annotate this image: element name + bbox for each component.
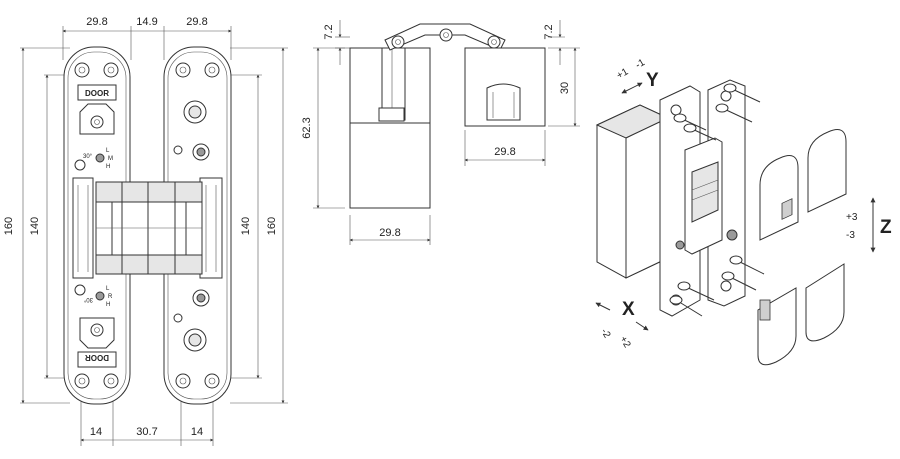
axis-y-label: Y bbox=[646, 70, 659, 91]
right-leaf bbox=[163, 46, 232, 405]
mark-bottom-r: R bbox=[108, 294, 113, 300]
side-dim-width: 29.8 bbox=[379, 227, 400, 239]
axis-y-plus: +1 bbox=[615, 66, 631, 81]
screw-7 bbox=[677, 281, 715, 301]
cover-cap-upper-left bbox=[759, 155, 799, 241]
mark-top-h: H bbox=[106, 164, 110, 170]
angle-label-bottom: 30° bbox=[83, 296, 93, 302]
front-bottom-dimensions: 14 30.7 14 bbox=[80, 395, 214, 446]
top-view: 30 7.2 29.8 bbox=[384, 20, 580, 166]
cover-cap-lower-right bbox=[805, 263, 845, 342]
dim-top-middle: 14.9 bbox=[136, 16, 157, 28]
front-top-dimensions: 29.8 14.9 29.8 bbox=[62, 16, 232, 60]
dim-bottom-middle: 30.7 bbox=[136, 426, 157, 438]
mark-bottom-l: L bbox=[106, 286, 110, 292]
side-dim-top: 7.2 bbox=[323, 24, 335, 39]
side-dim-height: 62.3 bbox=[301, 117, 313, 138]
angle-label-top: 30° bbox=[83, 154, 93, 160]
dim-right-inner: 140 bbox=[240, 217, 252, 235]
mark-top-l: L bbox=[106, 148, 110, 154]
iso-hinge-body bbox=[595, 79, 746, 317]
dim-bottom-left: 14 bbox=[90, 426, 102, 438]
axis-x: X -2 +2 bbox=[595, 299, 649, 350]
cover-cap-lower-left bbox=[757, 287, 797, 366]
screw-8 bbox=[669, 295, 703, 317]
center-knuckle bbox=[95, 181, 203, 275]
screw-2 bbox=[715, 103, 753, 123]
screw-4 bbox=[683, 123, 717, 141]
dim-top-left: 29.8 bbox=[86, 16, 107, 28]
front-view: 29.8 14.9 29.8 160 140 140 160 bbox=[3, 16, 288, 446]
mark-bottom-h: H bbox=[106, 302, 110, 308]
dim-top-right: 29.8 bbox=[186, 16, 207, 28]
screw-5 bbox=[729, 255, 765, 275]
side-view: 7.2 62.3 29.8 bbox=[301, 20, 431, 245]
axis-x-plus: +2 bbox=[617, 334, 632, 350]
iso-cover-caps bbox=[757, 129, 847, 366]
front-left-dimensions: 160 140 bbox=[3, 47, 70, 404]
front-right-dimensions: 140 160 bbox=[230, 47, 288, 404]
axis-z: Z +3 -3 bbox=[846, 197, 892, 253]
dim-bottom-right: 14 bbox=[191, 426, 203, 438]
top-dim-width: 29.8 bbox=[494, 146, 515, 158]
dim-left-outer: 160 bbox=[3, 217, 15, 235]
brand-label-bottom: DOOR bbox=[85, 353, 109, 362]
axis-x-minus: -2 bbox=[598, 327, 612, 341]
axis-z-plus: +3 bbox=[846, 212, 858, 223]
dim-right-outer: 160 bbox=[266, 217, 278, 235]
dim-left-inner: 140 bbox=[29, 217, 41, 235]
top-dim-height: 30 bbox=[559, 82, 571, 94]
brand-label-top: DOOR bbox=[85, 89, 109, 98]
axis-y: Y +1 -1 bbox=[615, 57, 659, 94]
top-dim-top: 7.2 bbox=[543, 24, 555, 39]
axis-z-label: Z bbox=[880, 217, 892, 238]
screw-1 bbox=[723, 83, 761, 103]
iso-view: Y +1 -1 X -2 +2 Z +3 -3 bbox=[595, 57, 892, 366]
cover-cap-upper-right bbox=[807, 129, 847, 213]
axis-z-minus: -3 bbox=[846, 230, 855, 241]
screw-6 bbox=[721, 271, 757, 291]
iso-screws bbox=[669, 83, 765, 317]
mark-top-m: M bbox=[108, 156, 113, 162]
axis-x-label: X bbox=[622, 299, 635, 320]
